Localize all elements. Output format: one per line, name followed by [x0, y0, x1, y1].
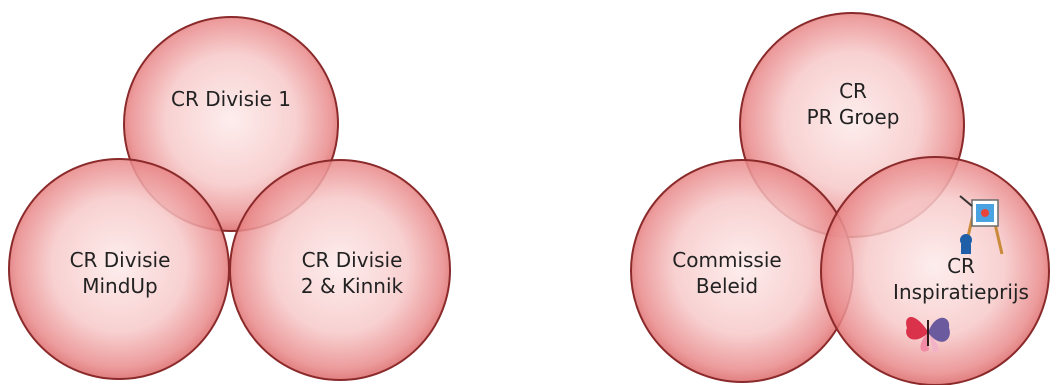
label-line: 2 & Kinnik	[300, 274, 404, 298]
label-line: CR	[839, 79, 867, 103]
label-line: CR Divisie	[301, 248, 403, 272]
label-line: MindUp	[82, 274, 158, 298]
label-cr-inspiratieprijs: CR Inspiratieprijs	[876, 253, 1046, 305]
label-cr-divisie-2-kinnik: CR Divisie 2 & Kinnik	[272, 247, 432, 299]
label-cr-divisie-1: CR Divisie 1	[151, 86, 311, 112]
butterfly-icon	[906, 316, 950, 353]
label-cr-divisie-mindup: CR Divisie MindUp	[40, 247, 200, 299]
label-line: CR Divisie	[69, 248, 171, 272]
label-commissie-beleid: Commissie Beleid	[647, 247, 807, 299]
label-line: Commissie	[672, 248, 782, 272]
label-line: CR Divisie 1	[171, 87, 291, 111]
label-line: Beleid	[695, 274, 759, 298]
label-line: Inspiratieprijs	[893, 280, 1029, 304]
label-line: CR	[947, 254, 975, 278]
label-line: PR Groep	[806, 105, 900, 129]
circle-cr-divisie-2-kinnik	[229, 159, 451, 381]
painter-easel-icon	[959, 195, 1004, 255]
label-cr-pr-groep: CR PR Groep	[773, 78, 933, 130]
circle-cr-divisie-mindup	[8, 158, 230, 380]
